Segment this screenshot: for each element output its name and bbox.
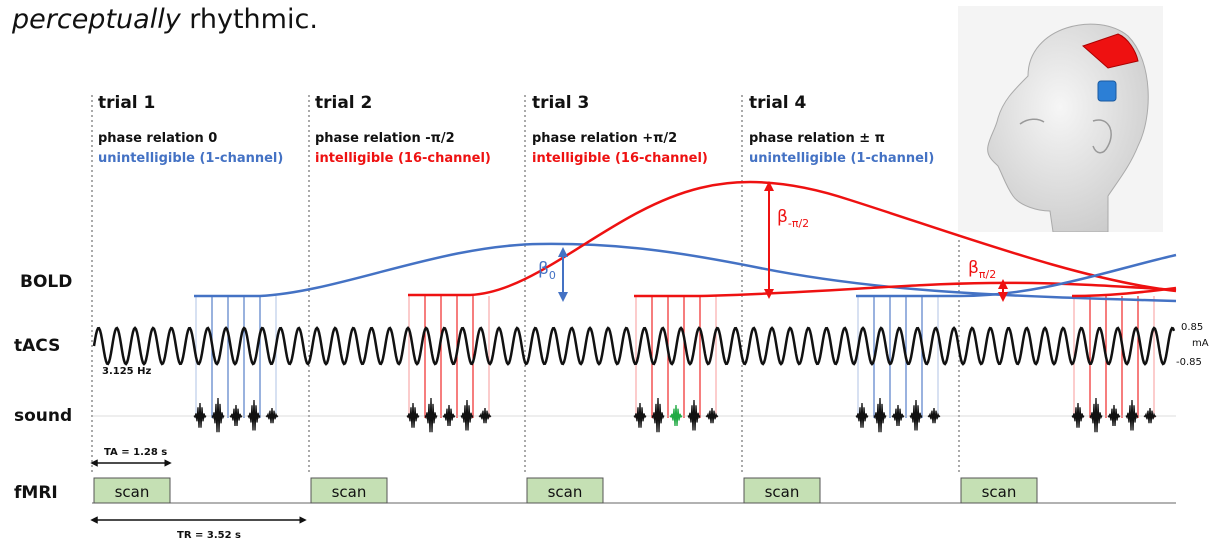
- trial-4-phase: phase relation ± π: [749, 131, 885, 146]
- tr-label: TR = 3.52 s: [177, 530, 241, 541]
- sound-burst: [909, 399, 923, 431]
- bold-curve-trial-1: [194, 242, 1177, 303]
- sound-burst: [1125, 399, 1139, 431]
- beta-neg-pi2-label: β-π/2: [777, 207, 809, 230]
- trial-2-title: trial 2: [315, 93, 372, 113]
- beta-pi2-label: βπ/2: [968, 258, 996, 281]
- scan-label: scan: [115, 483, 150, 501]
- sound-burst: [669, 404, 683, 426]
- sound-burst: [442, 404, 456, 426]
- row-label-bold: BOLD: [20, 272, 72, 292]
- bold-curve-trial-5: [1071, 286, 1177, 298]
- scan-label: scan: [548, 483, 583, 501]
- sound-burst: [633, 402, 647, 428]
- trial-headers: trial 1 phase relation 0 unintelligible …: [98, 93, 934, 166]
- tacs-waveform: [92, 326, 1176, 366]
- sound-burst: [1071, 402, 1085, 428]
- sound-burst: [855, 402, 869, 428]
- electrode-red: [1082, 33, 1139, 69]
- trial-4-title: trial 4: [749, 93, 807, 113]
- sound-burst: [478, 407, 492, 424]
- trial-4-condition: unintelligible (1-channel): [749, 151, 934, 166]
- sound-burst: [247, 399, 261, 431]
- tacs-top-value: 0.85: [1181, 322, 1203, 333]
- trial-3-phase: phase relation +π/2: [532, 131, 677, 146]
- sound-burst: [211, 397, 225, 433]
- bold-responses: [194, 180, 1177, 303]
- trial-1-phase: phase relation 0: [98, 131, 217, 146]
- scan-label: scan: [982, 483, 1017, 501]
- sound-burst: [1107, 404, 1121, 426]
- scan-block: [960, 477, 1038, 504]
- beta-markers: β0 β-π/2 βπ/2: [538, 181, 1008, 302]
- trial-1-condition: unintelligible (1-channel): [98, 151, 283, 166]
- bold-curve-trial-4: [856, 253, 1177, 298]
- trial-1-title: trial 1: [98, 93, 155, 113]
- sound-burst: [265, 407, 279, 424]
- head-shape: [987, 23, 1149, 232]
- sound-burst: [229, 404, 243, 426]
- tacs-frequency: 3.125 Hz: [102, 366, 151, 377]
- sound-burst: [406, 402, 420, 428]
- row-label-sound: sound: [14, 406, 72, 426]
- trial-2-condition: intelligible (16-channel): [315, 151, 491, 166]
- scan-blocks: scan scan scan scan scan: [93, 477, 1038, 504]
- intro-text: perceptually rhythmic.: [12, 4, 318, 35]
- head-ear: [1092, 119, 1112, 154]
- sound-burst: [651, 397, 665, 433]
- row-label-fmri: fMRI: [14, 483, 58, 503]
- sound-burst: [687, 399, 701, 431]
- sound-burst: [460, 399, 474, 431]
- trial-4-header: trial 4 phase relation ± π unintelligibl…: [749, 93, 934, 166]
- scan-block: [93, 477, 171, 504]
- head-eye: [1019, 118, 1045, 125]
- sound-burst: [705, 407, 719, 424]
- sound-burst: [193, 402, 207, 428]
- bold-curve-trial-3: [634, 281, 1177, 298]
- tacs-unit: mA: [1192, 338, 1209, 349]
- intro-emphasis: perceptually: [12, 4, 181, 35]
- trial-3-title: trial 3: [532, 93, 589, 113]
- sound-burst: [424, 397, 438, 433]
- sound-burst: [927, 407, 941, 424]
- trial-1-header: trial 1 phase relation 0 unintelligible …: [98, 93, 283, 166]
- scan-block: [526, 477, 604, 504]
- electrode-blue: [1097, 80, 1117, 102]
- sound-burst: [1143, 407, 1157, 424]
- trial-2-header: trial 2 phase relation -π/2 intelligible…: [315, 93, 491, 166]
- sound-burst: [891, 404, 905, 426]
- scan-label: scan: [332, 483, 367, 501]
- ta-label: TA = 1.28 s: [104, 447, 167, 458]
- trial-3-condition: intelligible (16-channel): [532, 151, 708, 166]
- row-label-tacs: tACS: [14, 336, 60, 356]
- tacs-bottom-value: -0.85: [1176, 357, 1202, 368]
- trial-3-header: trial 3 phase relation +π/2 intelligible…: [532, 93, 708, 166]
- intro-rest: rhythmic.: [180, 4, 318, 35]
- beta-0-label: β0: [538, 259, 556, 282]
- scan-block: [310, 477, 388, 504]
- trial-dividers: [91, 95, 960, 475]
- scan-block: [743, 477, 821, 504]
- trial-2-phase: phase relation -π/2: [315, 131, 455, 146]
- sound-burst: [1089, 397, 1103, 433]
- scan-label: scan: [765, 483, 800, 501]
- head-illustration: [958, 6, 1163, 232]
- sound-burst: [873, 397, 887, 433]
- sound-waveforms: [193, 397, 1157, 433]
